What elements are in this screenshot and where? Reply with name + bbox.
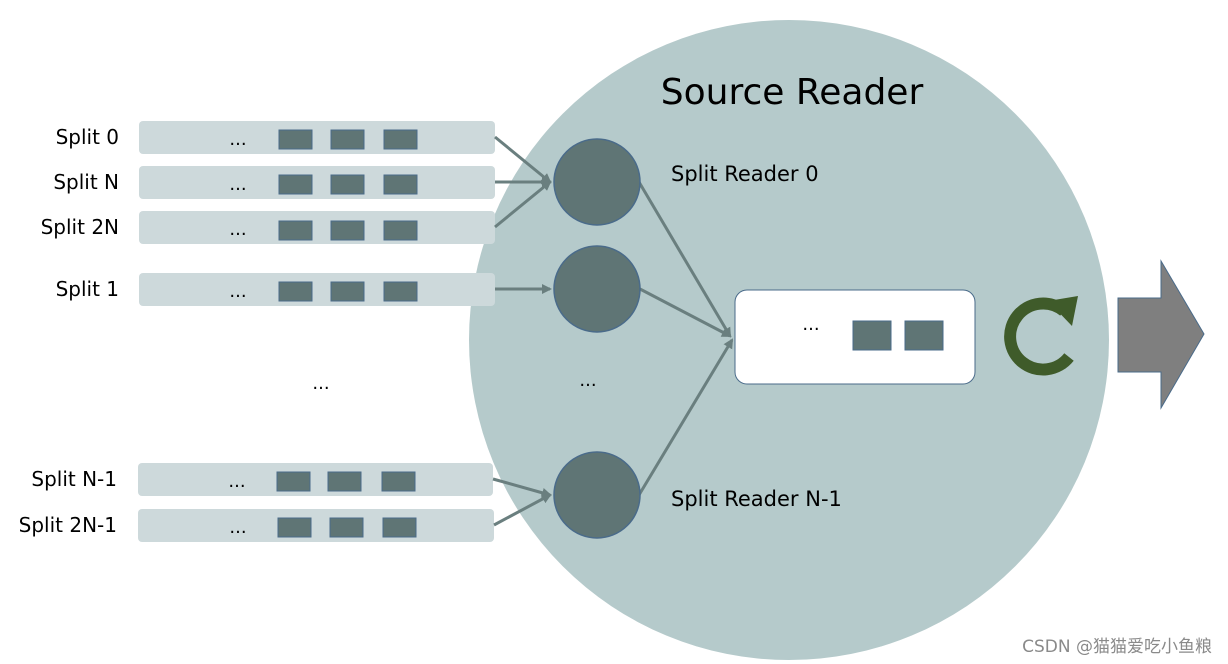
record-block [276, 471, 311, 492]
record-block [278, 220, 313, 241]
split-ellipsis: ... [229, 219, 246, 240]
splits-ellipsis: ... [312, 373, 329, 394]
split-bar [139, 211, 495, 244]
split-label: Split 2N-1 [19, 513, 117, 537]
record-block [327, 471, 362, 492]
split-row-n: Split N ... [53, 166, 495, 199]
split-label: Split 2N [41, 215, 119, 239]
source-reader-title: Source Reader [661, 72, 924, 113]
queue-ellipsis: ... [802, 314, 819, 335]
split-row-n-minus-1: Split N-1 ... [31, 463, 493, 496]
record-block [278, 129, 313, 150]
record-block [382, 517, 417, 538]
split-bar [139, 121, 495, 154]
record-block [278, 174, 313, 195]
arrow [493, 493, 552, 527]
arrow [637, 338, 734, 496]
arrow [494, 180, 552, 229]
split-reader-n-minus-1-label: Split Reader N-1 [671, 487, 842, 511]
split-bar [138, 463, 493, 496]
arrow [639, 287, 732, 338]
split-ellipsis: ... [228, 471, 245, 492]
output-arrow-icon [1117, 259, 1205, 410]
split-label: Split N-1 [31, 467, 117, 491]
split-label: Split N [53, 170, 119, 194]
split-bar [139, 273, 495, 306]
record-block [383, 174, 418, 195]
split-ellipsis: ... [229, 174, 246, 195]
record-block [330, 220, 365, 241]
record-block [278, 281, 313, 302]
split-bar [138, 509, 494, 542]
split-ellipsis: ... [229, 129, 246, 150]
split-label: Split 1 [56, 277, 119, 301]
split-to-reader-arrows [492, 135, 552, 527]
split-reader-n-minus-1-circle [553, 451, 641, 539]
split-bar [139, 166, 495, 199]
watermark: CSDN @猫猫爱吃小鱼粮 [1022, 637, 1212, 657]
queue-block [904, 320, 944, 351]
record-block [330, 129, 365, 150]
refresh-loop-icon [1004, 296, 1078, 376]
record-block [381, 471, 416, 492]
record-block [277, 517, 312, 538]
split-reader-1-circle [553, 245, 641, 333]
record-block [383, 220, 418, 241]
split-row-2n-minus-1: Split 2N-1 ... [19, 509, 494, 542]
reader-to-queue-arrows [637, 181, 734, 496]
queue-block [852, 320, 892, 351]
record-block [329, 517, 364, 538]
record-block [383, 281, 418, 302]
split-row-1: Split 1 ... [56, 273, 495, 306]
split-row-2n: Split 2N ... [41, 211, 495, 244]
split-reader-0-circle [553, 138, 641, 226]
split-row-0: Split 0 ... [56, 121, 495, 154]
arrow [494, 135, 552, 184]
readers-ellipsis: ... [579, 370, 596, 391]
arrow [492, 477, 552, 498]
record-block [330, 174, 365, 195]
split-ellipsis: ... [229, 281, 246, 302]
split-ellipsis: ... [229, 517, 246, 538]
arrow [637, 181, 732, 338]
record-block [330, 281, 365, 302]
split-label: Split 0 [56, 125, 119, 149]
split-reader-0-label: Split Reader 0 [671, 162, 819, 186]
element-queue: ... [734, 289, 976, 385]
record-block [383, 129, 418, 150]
